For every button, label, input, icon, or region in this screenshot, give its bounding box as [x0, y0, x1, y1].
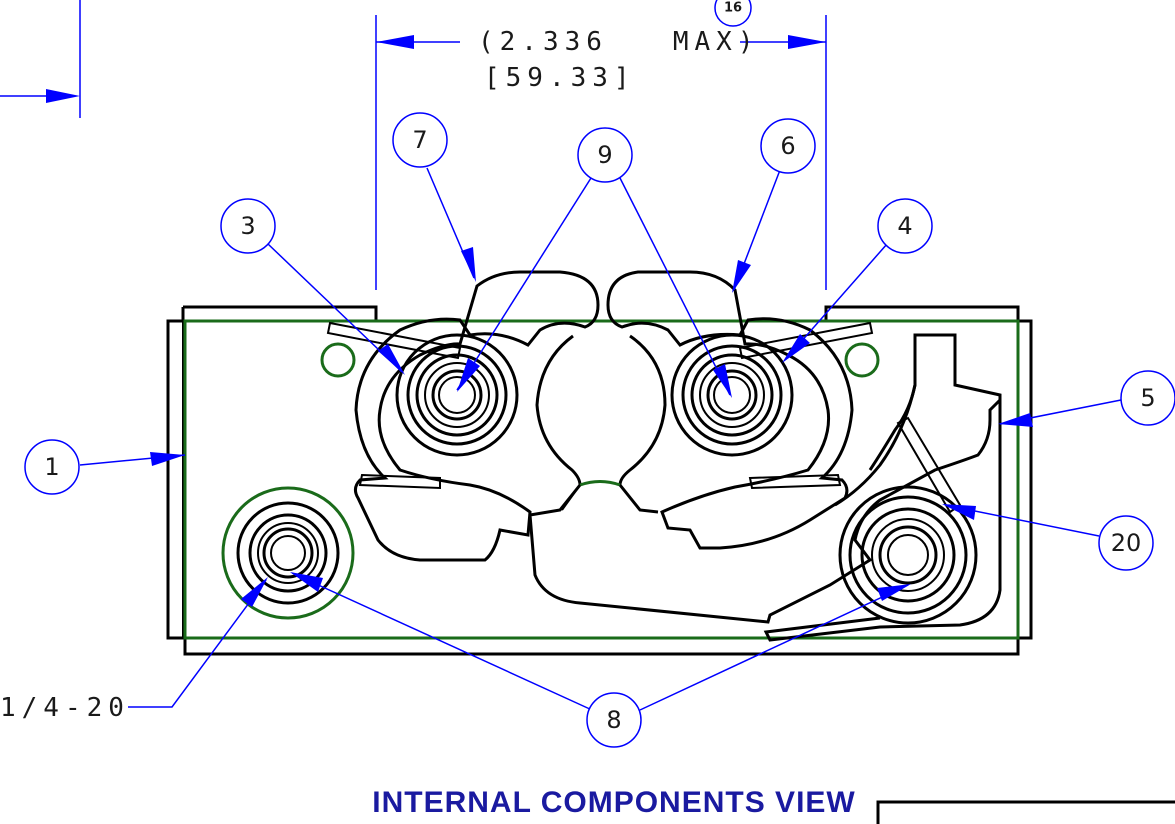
partial-dimension-left: [0, 0, 81, 118]
callout-5-label: 5: [1140, 384, 1155, 412]
title-block-edge: [876, 800, 1175, 824]
callout-3-label: 3: [240, 212, 255, 240]
right-rotor: [606, 270, 874, 550]
callout-7: 7: [392, 112, 476, 282]
callout-4: 4: [782, 198, 933, 363]
dimension-metric: [59.33]: [484, 63, 636, 93]
note-number: 16: [724, 1, 742, 16]
callout-9: 9: [456, 127, 732, 398]
callout-20-label: 20: [1111, 529, 1142, 557]
thread-callout: 1/4-20: [0, 577, 268, 723]
locator-pin-right: [844, 342, 880, 378]
dim-arrow-right: [788, 35, 826, 49]
housing-inner-green: [183, 319, 1020, 640]
callout-8: 8: [290, 572, 911, 748]
mounting-fastener: [221, 486, 355, 620]
callout-8-label: 8: [606, 706, 621, 734]
callout-5: 5: [998, 370, 1175, 427]
torsion-spring: [763, 335, 1002, 642]
thread-label: 1/4-20: [0, 693, 130, 723]
dimension-imperial: (2.336 MAX): [478, 27, 760, 57]
callout-1-label: 1: [44, 453, 59, 481]
callout-20: 20: [942, 504, 1154, 571]
callout-6-label: 6: [780, 132, 795, 160]
callout-3: 3: [220, 198, 405, 375]
callout-9-label: 9: [597, 141, 612, 169]
overall-width-dimension: (2.336 MAX) [59.33] 16: [375, 0, 827, 290]
view-title: INTERNAL COMPONENTS VIEW: [372, 786, 855, 819]
dim-arrow-left: [376, 35, 414, 49]
callout-7-label: 7: [412, 126, 427, 154]
note-balloon: [714, 0, 752, 27]
callout-1: 1: [24, 439, 186, 495]
housing-outline: [166, 305, 1033, 656]
locator-pin-left: [320, 342, 356, 378]
left-rotor: [326, 270, 600, 562]
callout-6: 6: [732, 118, 816, 293]
callout-4-label: 4: [897, 212, 912, 240]
